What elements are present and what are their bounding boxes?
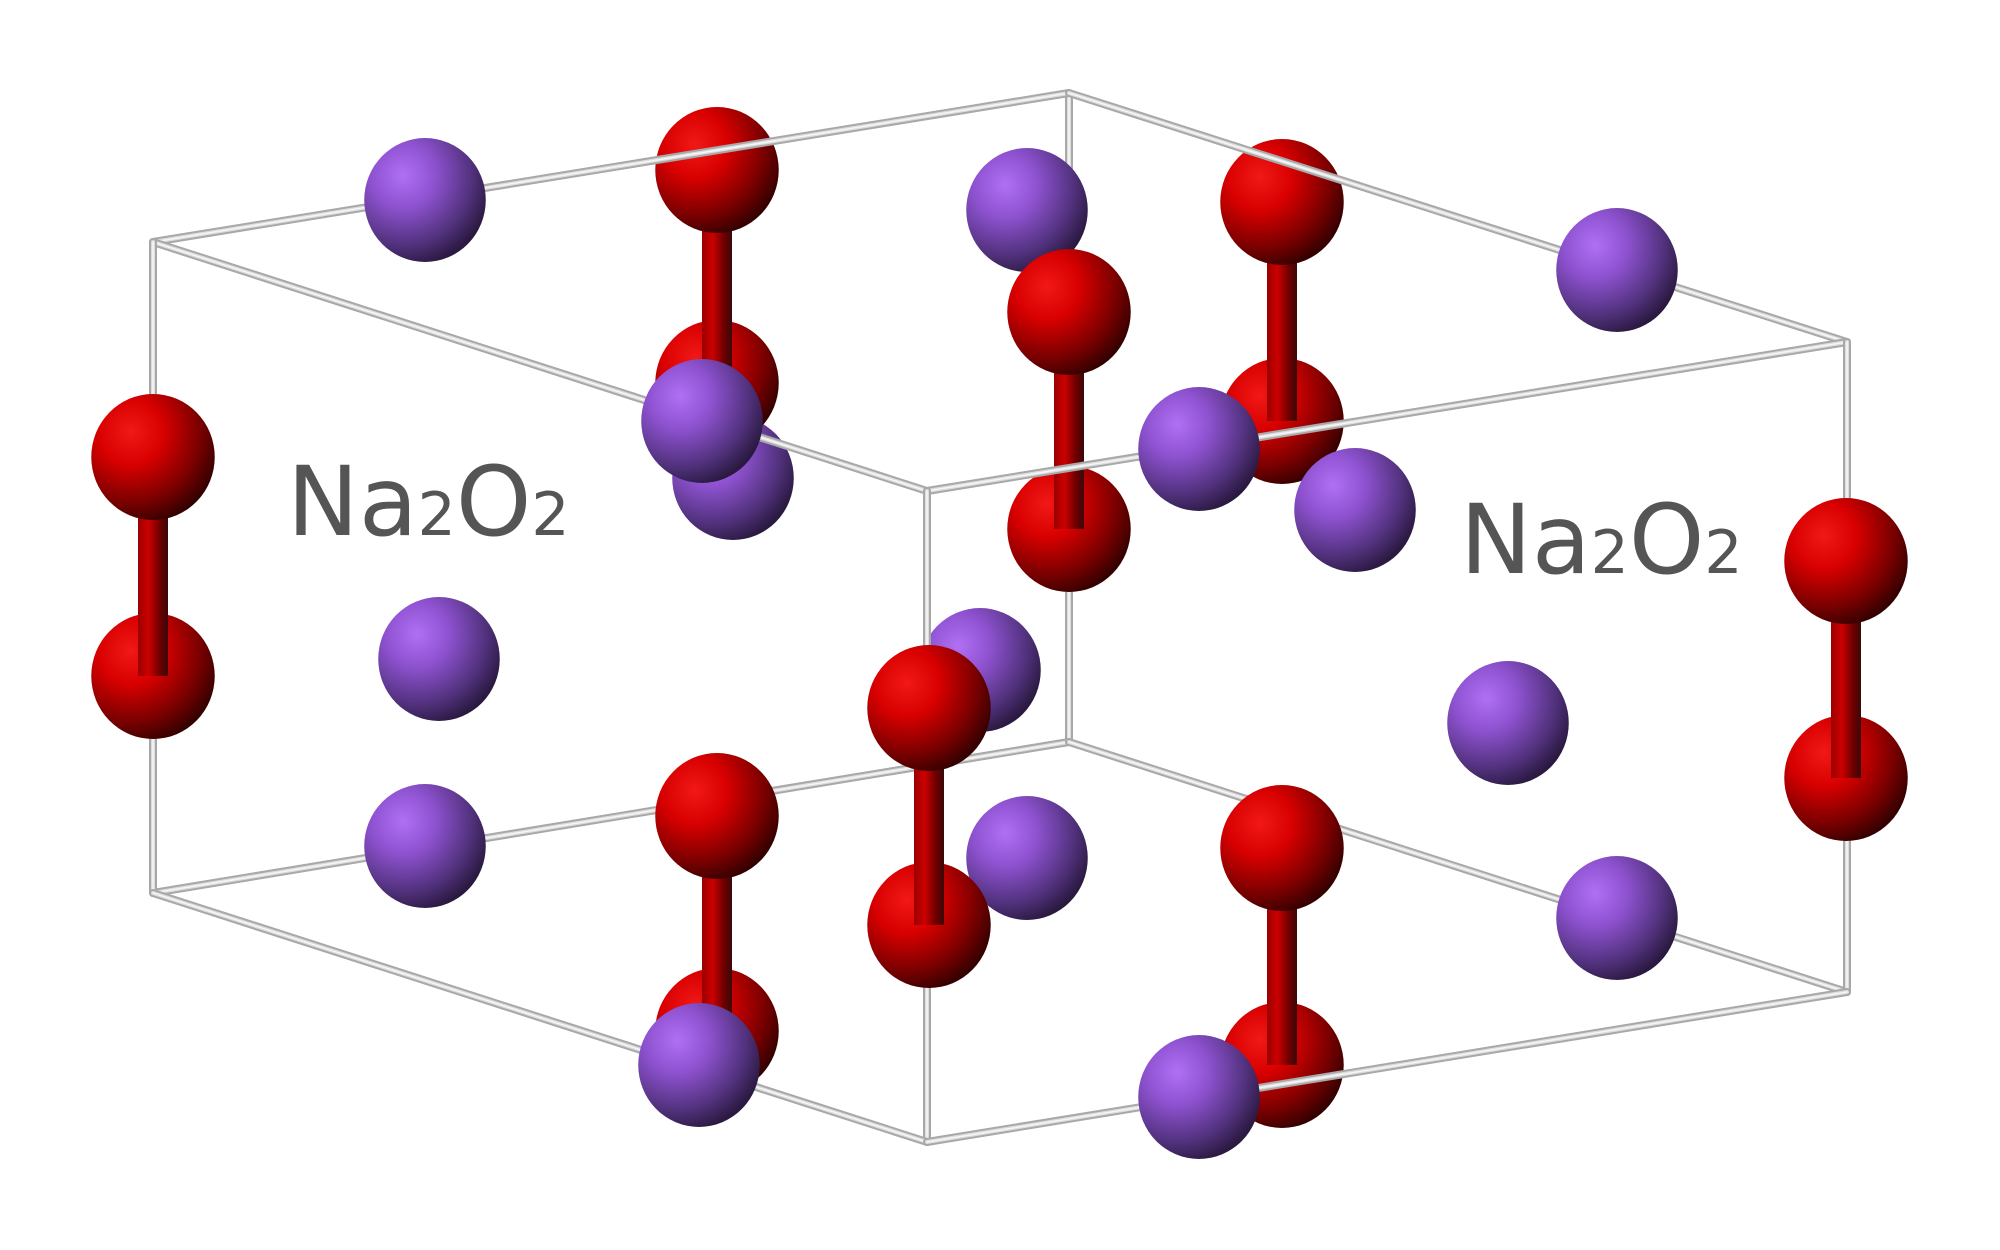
cell-edge-P1-P2 — [149, 89, 1073, 246]
sodium-atom-na-right-back — [1294, 448, 1416, 572]
cell-edge-P2-P4 — [1065, 89, 1851, 346]
sodium-atom-na-bottom-right — [1556, 856, 1678, 980]
formula-label-1: Na2O2 — [287, 446, 570, 558]
oxygen-atom-upper — [1007, 249, 1131, 375]
formula-labels: Na2O2 Na2O2 — [287, 446, 1743, 596]
peroxide-ion-o2-front-center — [867, 645, 991, 988]
atoms-foremost-layer — [638, 359, 1260, 1159]
sodium-atom-na-left-center — [378, 597, 500, 721]
peroxide-ion-o2-bottom-right — [1220, 785, 1344, 1128]
cell-edge-Q2-Q4 — [1065, 738, 1851, 996]
oxygen-atom-upper — [867, 645, 991, 771]
atoms-middle-layer — [655, 107, 1416, 1128]
oxygen-atom-upper — [1784, 498, 1908, 624]
sodium-atom-na-front-upper-right — [1138, 387, 1260, 511]
sodium-atom-na-right-center — [1447, 661, 1569, 785]
oxygen-atom-upper — [655, 753, 779, 879]
formula-label-2: Na2O2 — [1460, 484, 1743, 596]
cell-edge-Q1-Q3 — [149, 889, 931, 1146]
atoms-front-layer — [91, 138, 1908, 988]
sodium-atom-na-top-right — [1556, 208, 1678, 332]
sodium-atom-na-back-lower — [966, 796, 1088, 920]
peroxide-ion-o2-top-left — [655, 107, 779, 446]
sodium-atom-na-top-left — [364, 138, 486, 262]
peroxide-ion-o2-center-back — [1007, 249, 1131, 592]
oxygen-atom-upper — [655, 107, 779, 233]
atoms-back-layer — [672, 148, 1088, 920]
sodium-atom-na-back-upper — [966, 148, 1088, 272]
sodium-atom-na-bottom-left — [364, 784, 486, 908]
peroxide-ion-o2-right-edge — [1784, 498, 1908, 841]
sodium-atom-na-front-lower-right — [1138, 1035, 1260, 1159]
sodium-atom-na-front-upper-left — [641, 359, 763, 483]
cell-edge-Q3-Q4 — [923, 988, 1851, 1146]
sodium-atom-na-front-lower-left — [638, 1003, 760, 1127]
oxygen-atom-upper — [91, 394, 215, 520]
peroxide-ion-o2-left-edge — [91, 394, 215, 739]
cell-edge-P3-P4 — [923, 338, 1851, 495]
cell-edge-P1-P3 — [149, 238, 931, 495]
oxygen-atom-upper — [1220, 785, 1344, 911]
